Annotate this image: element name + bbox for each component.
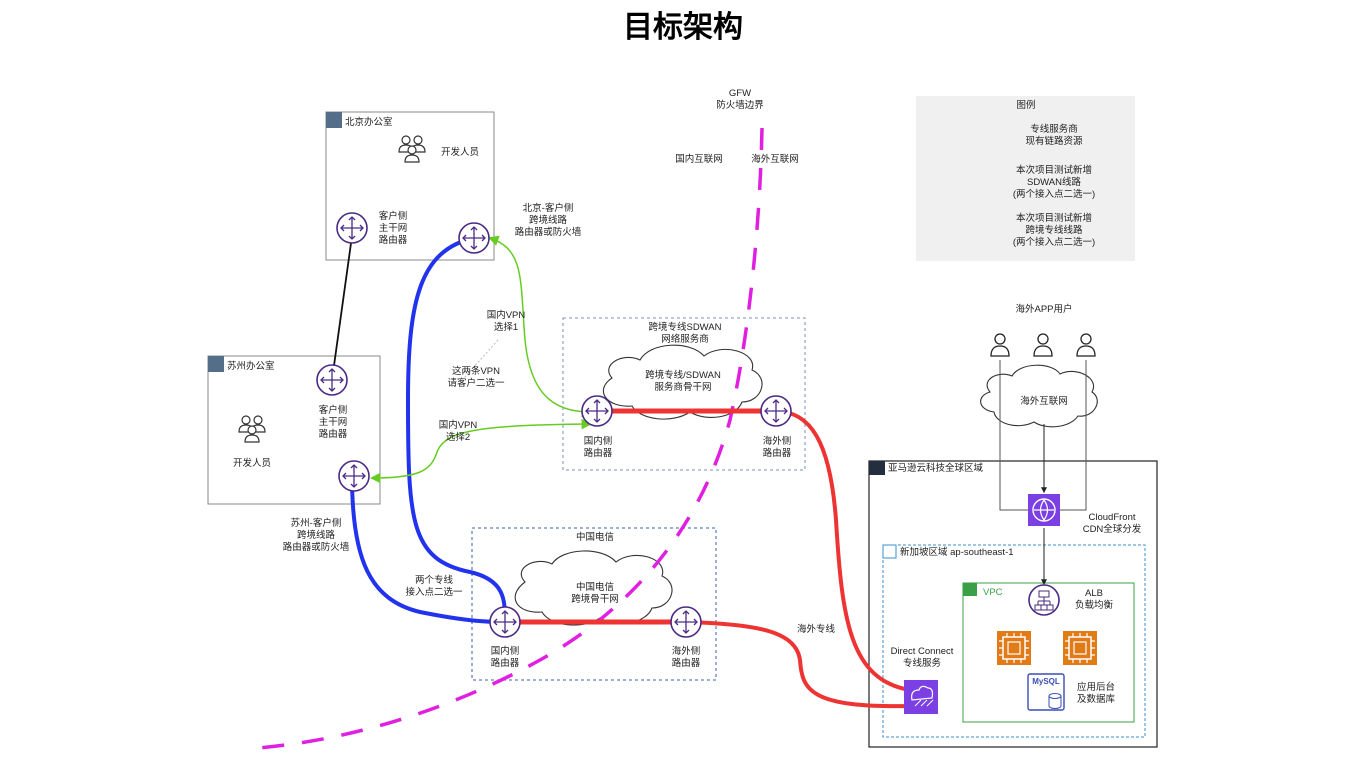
sdwan-domestic-router-label: 国内侧 路由器	[583, 436, 613, 459]
telecom-cloud-label: 中国电信 跨境骨干网	[571, 582, 619, 605]
sdwan-cloud-label: 跨境专线/SDWAN 服务商骨干网	[645, 370, 721, 393]
overseas-internet-label: 海外互联网	[751, 154, 799, 165]
telecom-dx-line	[685, 620, 911, 709]
beijing-devs: 开发人员	[440, 147, 479, 158]
beijing-link-label: 北京-客户侧 跨境线路 路由器或防火墙	[514, 203, 582, 238]
telecom-domestic-router-label: 国内侧 路由器	[490, 646, 520, 669]
gfw-label: GFW 防火墙边界	[716, 88, 764, 111]
vpn-option1-label: 国内VPN 选择1	[486, 310, 526, 333]
direct-connect-icon	[904, 680, 938, 714]
domestic-internet-label: 国内互联网	[675, 154, 723, 165]
direct-connect-label: Direct Connect 专线服务	[890, 646, 954, 669]
app-db-label: 应用后台 及数据库	[1076, 682, 1115, 705]
aws-region-label: 亚马逊云科技全球区域	[888, 463, 984, 474]
vpn-note-connector	[463, 339, 499, 379]
telecom-cloud	[514, 550, 673, 626]
sdwan-provider-box	[562, 317, 806, 471]
vpc-cloud-icon	[963, 583, 977, 596]
mysql-icon	[1027, 673, 1065, 711]
router-icon	[760, 395, 792, 427]
overseas-internet-cloud-label: 海外互联网	[1020, 396, 1068, 407]
legend-green-text: 本次项目测试新增 SDWAN线路 (两个接入点二选一)	[1012, 165, 1096, 200]
vpc-box	[962, 582, 1135, 723]
aws-logo-icon	[869, 461, 885, 475]
cloudfront-label: CloudFront CDN全球分发	[1082, 512, 1142, 535]
suzhou-link-label: 苏州-客户侧 跨境线路 路由器或防火墙	[282, 518, 350, 553]
suzhou-title: 苏州办公室	[227, 361, 275, 372]
flag-icon	[882, 544, 897, 559]
beijing-blue-line	[405, 236, 507, 623]
beijing-router-label: 客户侧 主干网 路由器	[378, 211, 408, 246]
router-icon	[581, 395, 613, 427]
overseas-users-label: 海外APP用户	[1015, 304, 1073, 315]
legend-red-text: 专线服务商 现有链路资源	[1025, 124, 1083, 147]
sdwan-title: 跨境专线SDWAN 网络服务商	[648, 322, 722, 345]
user-icon	[1076, 333, 1096, 357]
user-icon	[990, 333, 1010, 357]
legend-panel	[916, 96, 1135, 261]
aws-region-box	[868, 460, 1158, 748]
mysql-label: MySQL	[1032, 677, 1060, 686]
overseas-internet-cloud	[980, 364, 1098, 428]
sdwan-overseas-router-label: 海外侧 路由器	[762, 436, 792, 459]
vpn-choice-label: 这两条VPN 请客户二选一	[447, 366, 505, 389]
building-icon	[208, 356, 224, 372]
router-icon	[336, 212, 368, 244]
two-lines-label: 两个专线 接入点二选一	[405, 575, 463, 598]
building-icon	[326, 112, 342, 128]
telecom-overseas-router-label: 海外侧 路由器	[671, 646, 701, 669]
telecom-provider-box	[471, 527, 717, 681]
legend-blue-text: 本次项目测试新增 跨境专线线路 (两个接入点二选一)	[1012, 213, 1096, 248]
legend-title: 图例	[1016, 100, 1036, 111]
router-icon	[489, 606, 521, 638]
page-title: 目标架构	[623, 10, 743, 45]
suzhou-router-label: 客户侧 主干网 路由器	[318, 405, 348, 440]
vpc-label: VPC	[983, 587, 1003, 598]
suzhou-blue-line	[350, 475, 506, 624]
router-icon	[338, 460, 370, 492]
overseas-line-label: 海外专线	[796, 624, 835, 635]
vpn-option2-line	[369, 418, 593, 484]
router-icon	[458, 222, 490, 254]
ec2-instance-icon	[996, 630, 1032, 666]
gfw-boundary-line	[257, 127, 764, 750]
router-icon	[670, 606, 702, 638]
vpn-option2-label: 国内VPN 选择2	[438, 420, 478, 443]
sg-region-box	[882, 544, 1146, 738]
beijing-title: 北京办公室	[345, 117, 393, 128]
router-icon	[316, 364, 348, 396]
alb-label: ALB 负载均衡	[1074, 588, 1113, 611]
user-icon	[1033, 333, 1053, 357]
sg-region-label: 新加坡区域 ap-southeast-1	[900, 547, 1014, 558]
sdwan-dx-line	[775, 409, 911, 692]
vpn-option1-line	[488, 235, 593, 418]
suzhou-devs: 开发人员	[232, 458, 271, 469]
telecom-title: 中国电信	[575, 532, 614, 543]
ec2-instance-icon	[1062, 630, 1098, 666]
